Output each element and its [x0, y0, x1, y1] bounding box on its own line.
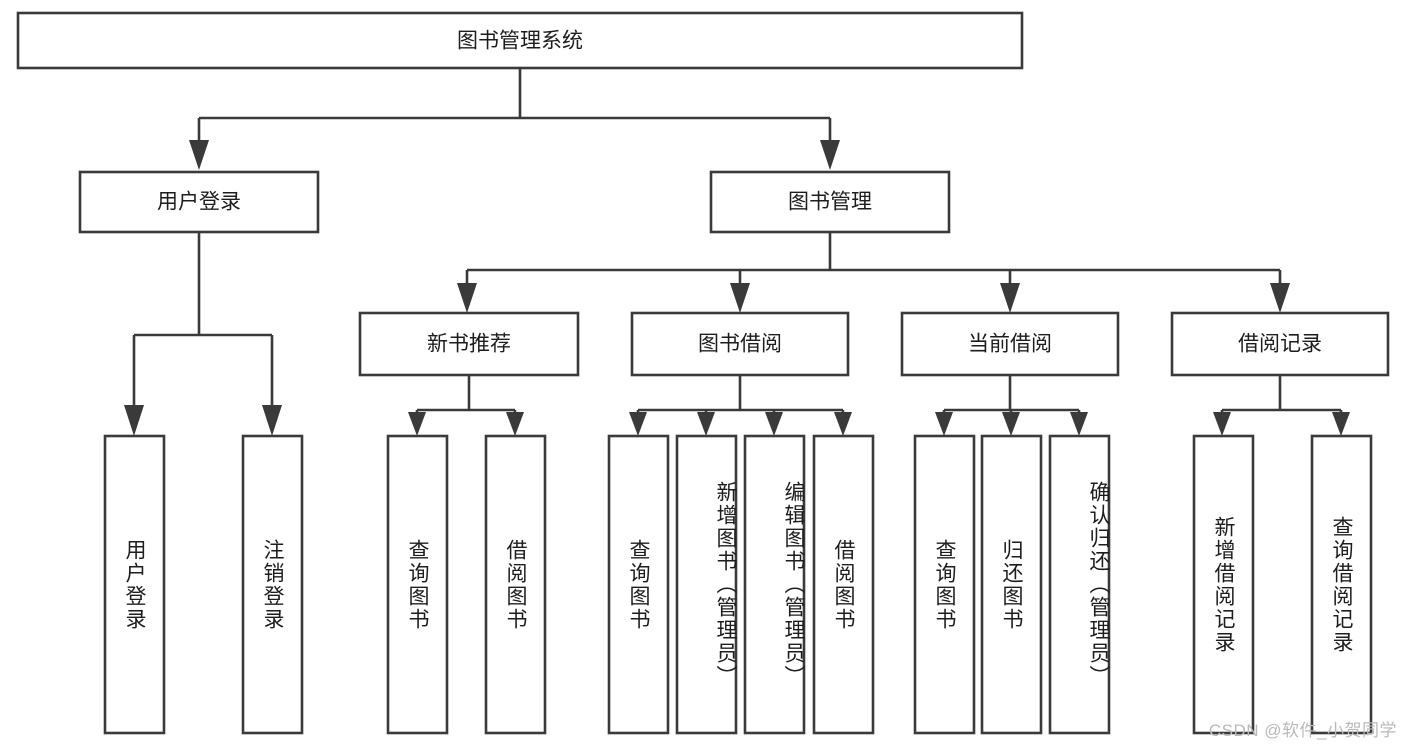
- arrow-bookmgmt-d2: [730, 283, 750, 313]
- leaf-box-query-borrow-record[interactable]: [1310, 434, 1373, 735]
- leaf-box-query-book-1[interactable]: [386, 434, 449, 735]
- node-new-book-recommend-label: 新书推荐: [427, 333, 511, 356]
- watermark-text: CSDN @软件_小贺同学: [1208, 721, 1397, 740]
- node-borrow-record-label: 借阅记录: [1238, 333, 1322, 356]
- node-root-box[interactable]: [16, 11, 1024, 70]
- arrow-bookmgmt-d1: [457, 283, 477, 313]
- node-borrow-record[interactable]: 借阅记录: [1170, 311, 1390, 377]
- node-new-book-recommend-box[interactable]: [358, 311, 580, 377]
- arrow-bookborrow-l2: [697, 412, 715, 436]
- leaf-box-user-login[interactable]: [103, 434, 166, 735]
- arrow-userlogin-leaf1: [124, 405, 144, 436]
- node-root-label: 图书管理系统: [457, 30, 583, 53]
- leaf-box-query-book-2[interactable]: [607, 434, 670, 735]
- arrow-bookmgmt-d3: [1000, 283, 1020, 313]
- arrow-newbook-l2: [506, 412, 524, 436]
- leaf-box-add-borrow-record[interactable]: [1192, 434, 1255, 735]
- node-current-borrow-label: 当前借阅: [968, 333, 1052, 356]
- node-root[interactable]: 图书管理系统: [16, 11, 1024, 70]
- node-book-management[interactable]: 图书管理: [709, 170, 951, 234]
- arrow-root-to-bookmgmt: [820, 140, 840, 170]
- leaf-box-confirm-return[interactable]: [1048, 434, 1111, 735]
- node-current-borrow[interactable]: 当前借阅: [900, 311, 1120, 377]
- node-book-borrow[interactable]: 图书借阅: [630, 311, 850, 377]
- leaf-box-return-book[interactable]: [980, 434, 1043, 735]
- node-book-management-box[interactable]: [709, 170, 951, 234]
- node-current-borrow-box[interactable]: [900, 311, 1120, 377]
- arrow-borrowrecord-l1: [1213, 412, 1231, 436]
- arrow-currentborrow-l1: [935, 412, 953, 436]
- leaf-box-logout[interactable]: [241, 434, 304, 735]
- node-user-login[interactable]: 用户登录: [78, 170, 320, 234]
- node-book-borrow-box[interactable]: [630, 311, 850, 377]
- arrow-bookmgmt-d4: [1270, 283, 1290, 313]
- arrow-userlogin-leaf2: [262, 405, 282, 436]
- leaf-box-edit-book[interactable]: [743, 434, 806, 735]
- arrow-root-to-userlogin: [189, 140, 209, 170]
- leaf-box-add-book[interactable]: [675, 434, 738, 735]
- leaf-box-borrow-book-1[interactable]: [484, 434, 547, 735]
- arrow-bookborrow-l1: [629, 412, 647, 436]
- node-user-login-label: 用户登录: [157, 191, 241, 214]
- leaf-box-borrow-book-2[interactable]: [812, 434, 875, 735]
- arrow-newbook-l1: [408, 412, 426, 436]
- arrow-bookborrow-l4: [834, 412, 852, 436]
- node-book-management-label: 图书管理: [788, 191, 872, 214]
- leaf-box-query-book-3[interactable]: [913, 434, 976, 735]
- arrow-bookborrow-l3: [765, 412, 783, 436]
- arrow-borrowrecord-l2: [1332, 412, 1350, 436]
- node-borrow-record-box[interactable]: [1170, 311, 1390, 377]
- node-book-borrow-label: 图书借阅: [698, 333, 782, 356]
- arrow-currentborrow-l3: [1070, 412, 1088, 436]
- arrow-currentborrow-l2: [1002, 412, 1020, 436]
- node-new-book-recommend[interactable]: 新书推荐: [358, 311, 580, 377]
